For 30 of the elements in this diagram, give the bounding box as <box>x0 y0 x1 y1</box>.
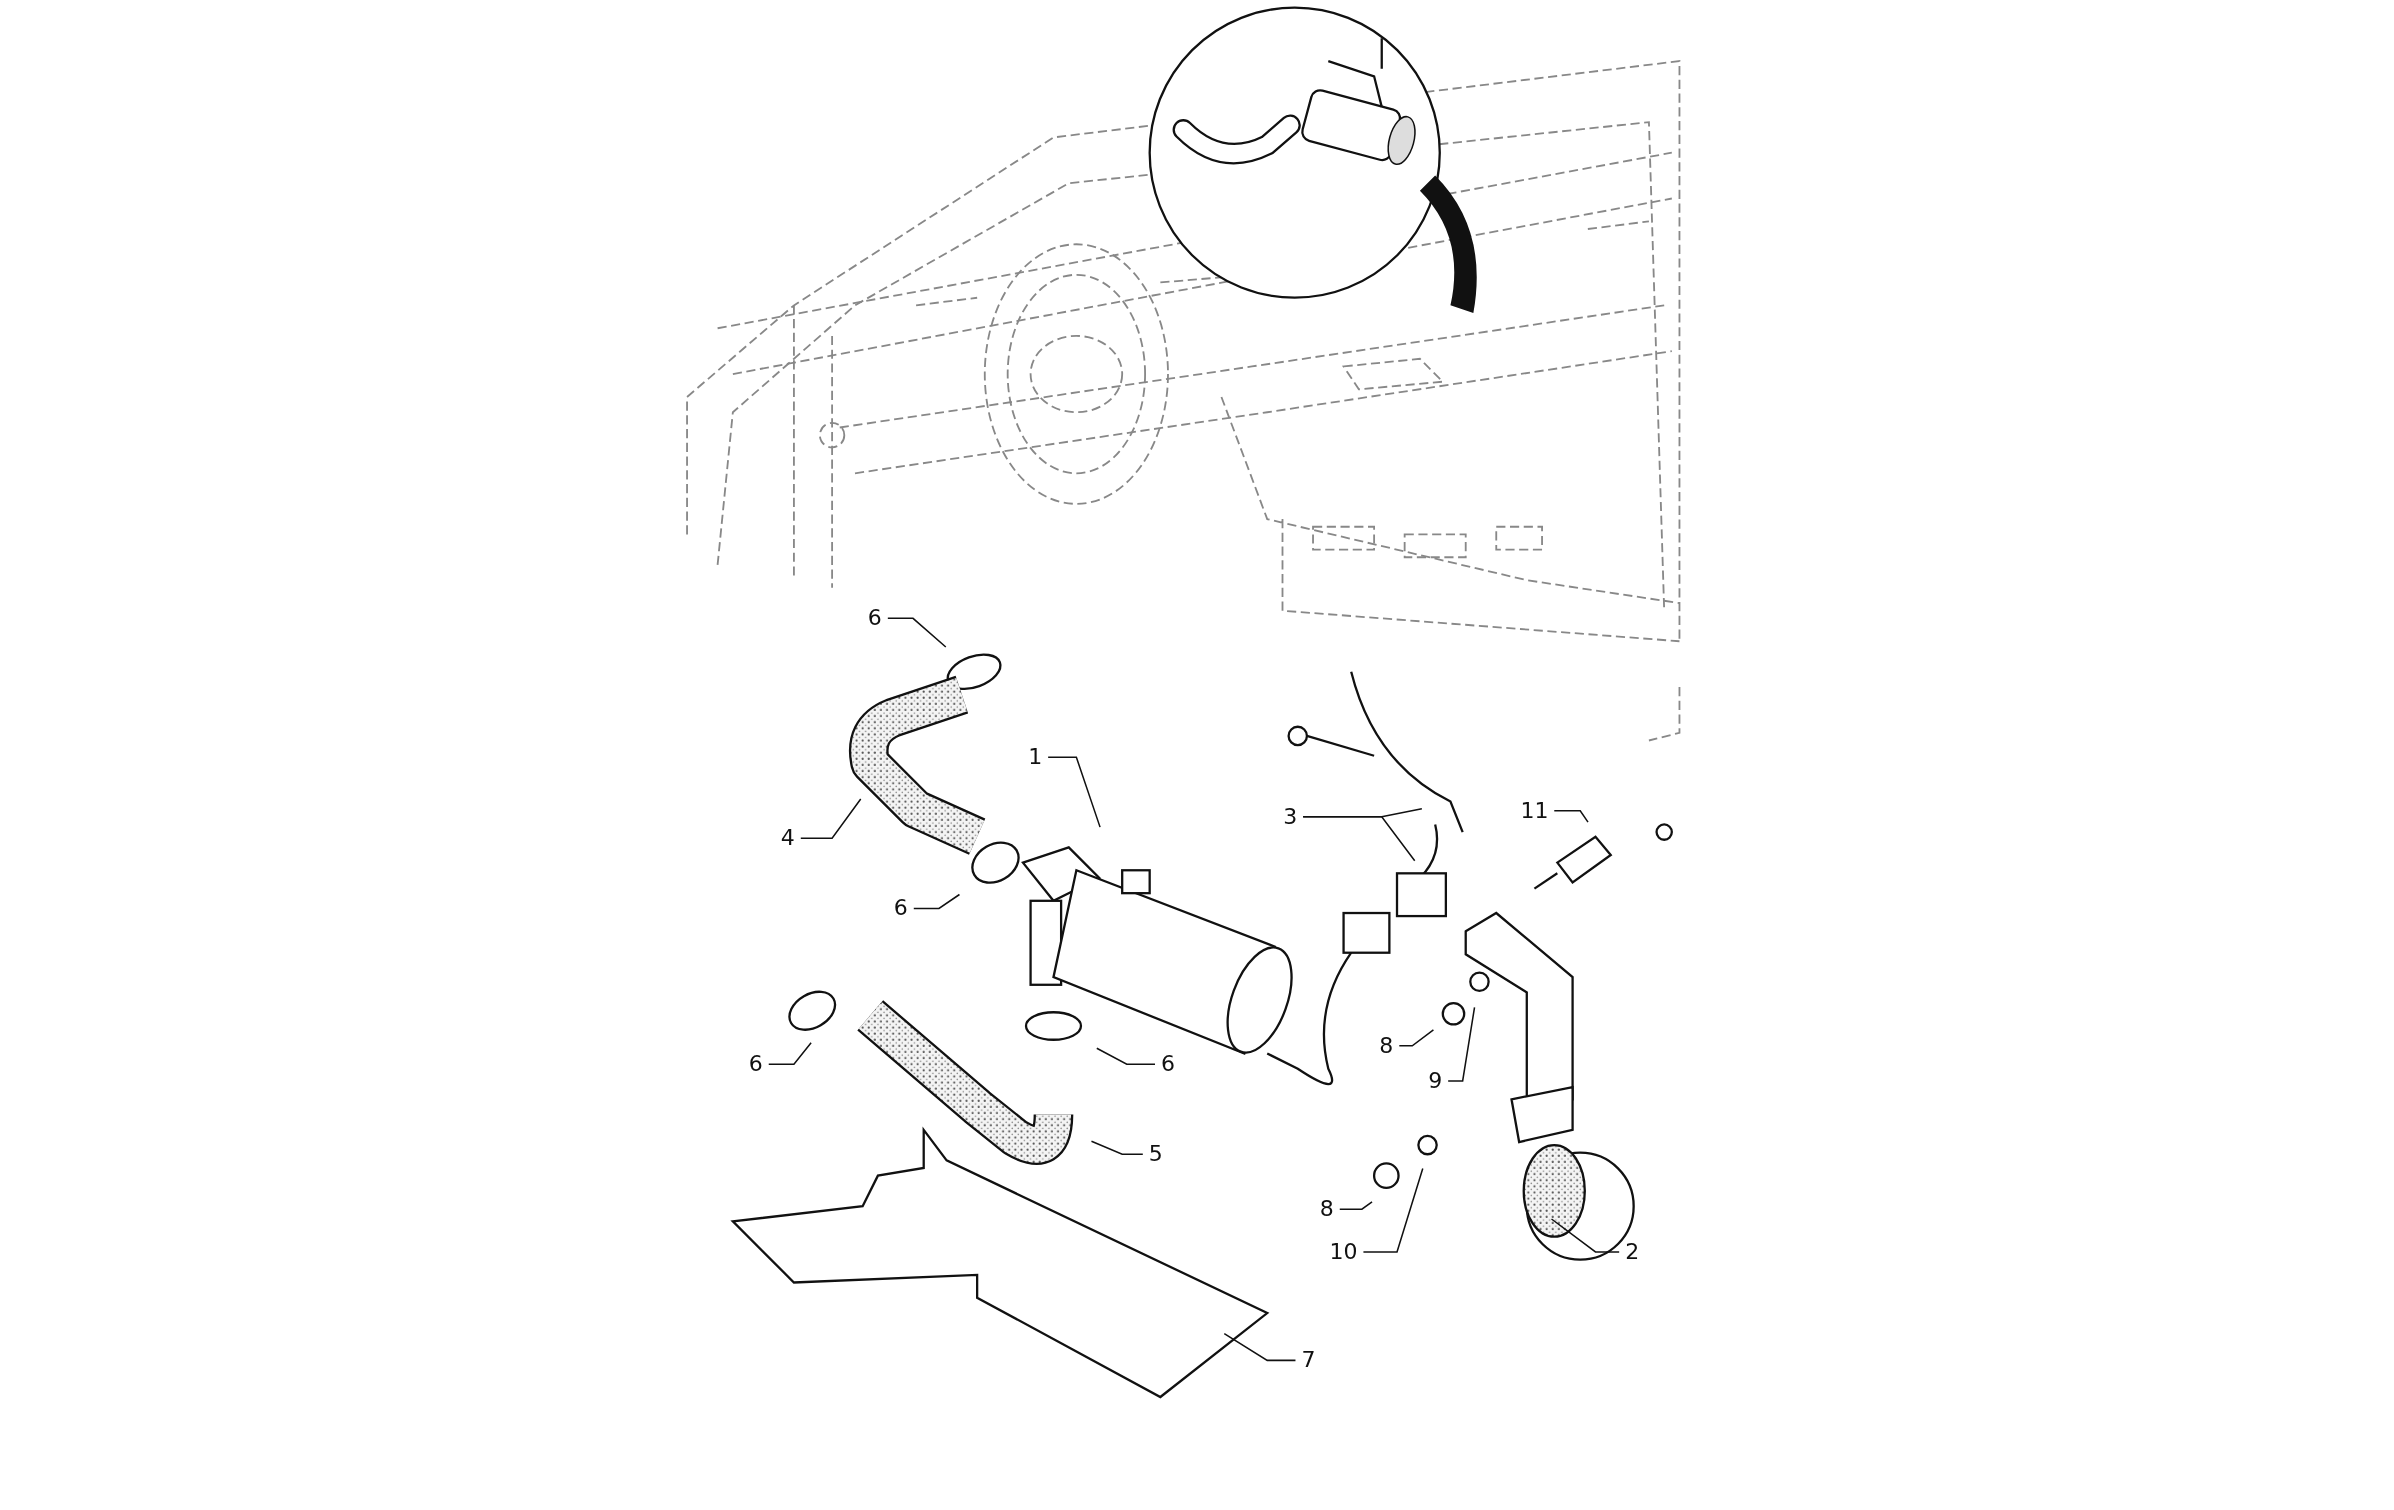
callout-number: 6 <box>1161 1053 1175 1076</box>
leader-line <box>1339 1201 1373 1210</box>
callout-number: 6 <box>893 897 908 920</box>
leader-line <box>1550 1218 1620 1253</box>
leader-line <box>1302 816 1416 862</box>
callout-number: 10 <box>1329 1240 1358 1263</box>
callout-number: 6 <box>867 607 882 630</box>
leader-line <box>913 893 961 910</box>
callout-number: 5 <box>1148 1143 1163 1166</box>
callout-number: 9 <box>1428 1069 1443 1092</box>
leader-line <box>1090 1140 1144 1155</box>
callout-number: 4 <box>780 827 795 850</box>
leader-line <box>1223 1332 1297 1362</box>
leader-line <box>800 798 862 839</box>
callout-number: 2 <box>1625 1240 1640 1263</box>
leader-line <box>1553 809 1589 823</box>
leader-line <box>767 1041 812 1065</box>
callout-number: 8 <box>1319 1198 1334 1221</box>
callout-number: 7 <box>1301 1349 1316 1372</box>
leader-line <box>1362 1167 1424 1253</box>
callout-number: 8 <box>1379 1034 1394 1057</box>
callout-number: 3 <box>1283 805 1298 828</box>
leader-line <box>1447 1006 1476 1082</box>
callout-number: 6 <box>748 1053 763 1076</box>
callout-number: 11 <box>1520 799 1549 822</box>
callout-number: 1 <box>1028 746 1043 769</box>
leader-line <box>1047 756 1101 828</box>
leader-line <box>887 617 947 648</box>
leader-line <box>1398 1029 1435 1047</box>
leader-line <box>1096 1047 1156 1065</box>
